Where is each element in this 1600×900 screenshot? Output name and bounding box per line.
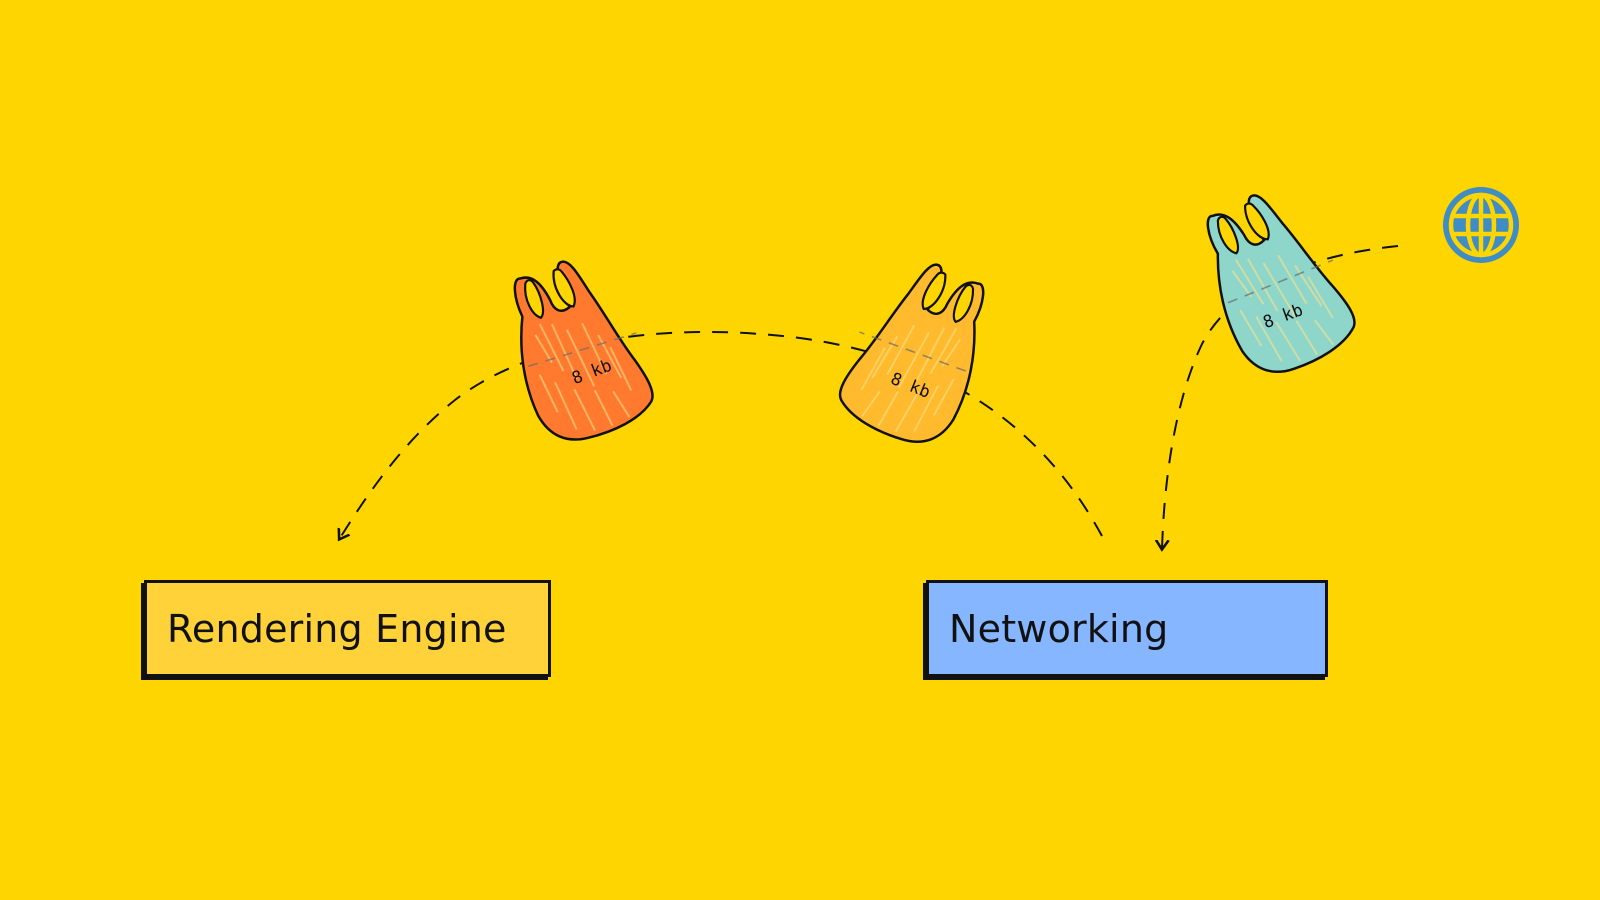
rendering-engine-label: Rendering Engine xyxy=(167,606,507,651)
arrow-networking-to-rendering xyxy=(340,330,1103,538)
shopping-bag-icon xyxy=(831,249,993,452)
arrow-globe-to-networking xyxy=(1162,245,1399,548)
shopping-bag-icon: 8 kb xyxy=(506,249,659,448)
networking-box: Networking xyxy=(926,580,1328,677)
networking-label: Networking xyxy=(949,606,1169,651)
rendering-engine-box: Rendering Engine xyxy=(144,580,551,677)
globe-icon xyxy=(1443,187,1519,263)
shopping-bag-icon xyxy=(1198,177,1364,384)
